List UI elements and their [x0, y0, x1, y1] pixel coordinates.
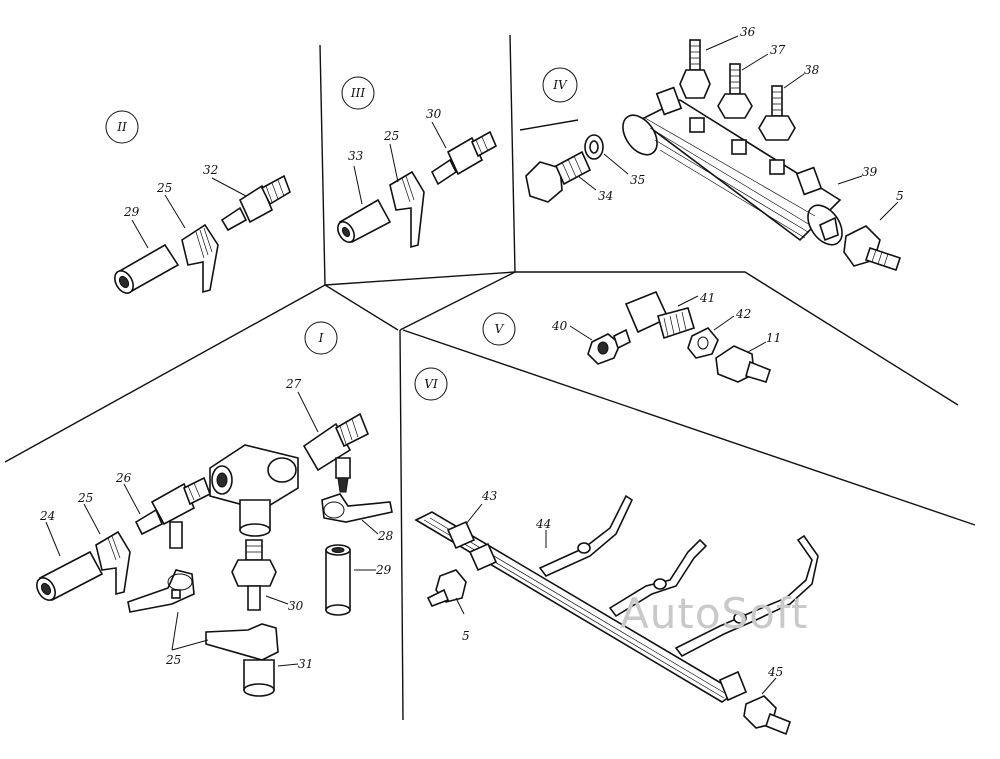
section-marker-V: V: [482, 312, 516, 346]
svg-text:V: V: [495, 322, 505, 336]
section-II-parts: 29 25 32: [114, 163, 291, 294]
svg-text:24: 24: [39, 509, 55, 523]
svg-text:25: 25: [165, 653, 181, 667]
clamp-25-a: [95, 530, 131, 596]
sleeve-24: [36, 550, 104, 602]
svg-text:I: I: [318, 331, 324, 345]
clamp-25-b: [127, 569, 195, 613]
svg-text:28: 28: [377, 529, 394, 543]
stud-38: [758, 85, 796, 141]
svg-text:II: II: [116, 120, 127, 134]
svg-text:41: 41: [699, 291, 715, 305]
nut-40: [587, 328, 631, 365]
fuel-rail-44: [414, 494, 819, 703]
stud-11: [715, 345, 771, 383]
svg-text:26: 26: [115, 471, 132, 485]
svg-text:30: 30: [426, 107, 442, 121]
stud-36: [679, 39, 711, 99]
section-marker-VI: VI: [414, 367, 448, 401]
washer-35: [584, 134, 604, 160]
section-marker-III: III: [341, 76, 375, 110]
stud-37: [717, 63, 753, 119]
svg-text:30: 30: [288, 599, 304, 613]
svg-text:29: 29: [375, 563, 392, 577]
svg-text:39: 39: [862, 165, 878, 179]
fitting-27: [302, 412, 370, 493]
svg-text:31: 31: [298, 657, 313, 671]
svg-text:25: 25: [383, 129, 399, 143]
section-I-parts: 27 28 29 30: [36, 377, 394, 697]
watermark-text: AutoSoft: [620, 589, 808, 638]
svg-text:IV: IV: [552, 78, 568, 92]
section-III-parts: 33 25 30: [337, 107, 498, 249]
svg-text:25: 25: [77, 491, 93, 505]
svg-text:36: 36: [740, 25, 756, 39]
section-marker-I: I: [304, 321, 338, 355]
manifold-39: [622, 86, 843, 246]
section-marker-IV: IV: [542, 67, 578, 103]
svg-text:42: 42: [735, 307, 751, 321]
divider-lines: [4, 34, 976, 721]
sleeve-29: [114, 243, 180, 294]
fitting-32: [220, 174, 291, 232]
svg-text:34: 34: [598, 189, 613, 203]
section-VI-parts: 43 44 5 45: [414, 489, 819, 736]
sleeve-33: [337, 198, 392, 244]
sleeve-29: [325, 544, 351, 616]
svg-text:35: 35: [630, 173, 645, 187]
svg-text:5: 5: [896, 189, 904, 203]
svg-text:III: III: [350, 86, 365, 100]
svg-text:37: 37: [770, 43, 786, 57]
nut-5: [843, 225, 902, 272]
bolt-34: [525, 150, 592, 203]
svg-text:27: 27: [285, 377, 302, 391]
fitting-30: [231, 539, 277, 611]
section-marker-II: II: [105, 110, 139, 144]
section-IV-parts: 36 37 38 34 35 39 5: [525, 25, 904, 272]
svg-text:5: 5: [462, 629, 470, 643]
svg-text:40: 40: [551, 319, 568, 333]
svg-text:11: 11: [766, 331, 781, 345]
svg-text:33: 33: [348, 149, 364, 163]
clamp-25: [181, 223, 219, 294]
tee-26: [134, 476, 212, 549]
stud-45: [743, 695, 791, 736]
coupling-41: [624, 290, 695, 340]
svg-text:29: 29: [123, 205, 140, 219]
svg-text:32: 32: [203, 163, 218, 177]
section-V-parts: 40 41 42 11: [551, 290, 781, 383]
cross-block: [209, 444, 299, 537]
svg-text:43: 43: [481, 489, 498, 503]
svg-text:VI: VI: [424, 377, 438, 391]
svg-text:44: 44: [535, 517, 551, 531]
nut-5: [426, 569, 467, 608]
washer-42: [687, 327, 719, 359]
clamp-28: [321, 493, 393, 523]
svg-text:45: 45: [767, 665, 783, 679]
svg-text:25: 25: [156, 181, 172, 195]
fitting-30: [430, 130, 498, 186]
svg-text:38: 38: [804, 63, 820, 77]
fitting-31: [205, 623, 279, 697]
clamp-25: [389, 170, 425, 249]
